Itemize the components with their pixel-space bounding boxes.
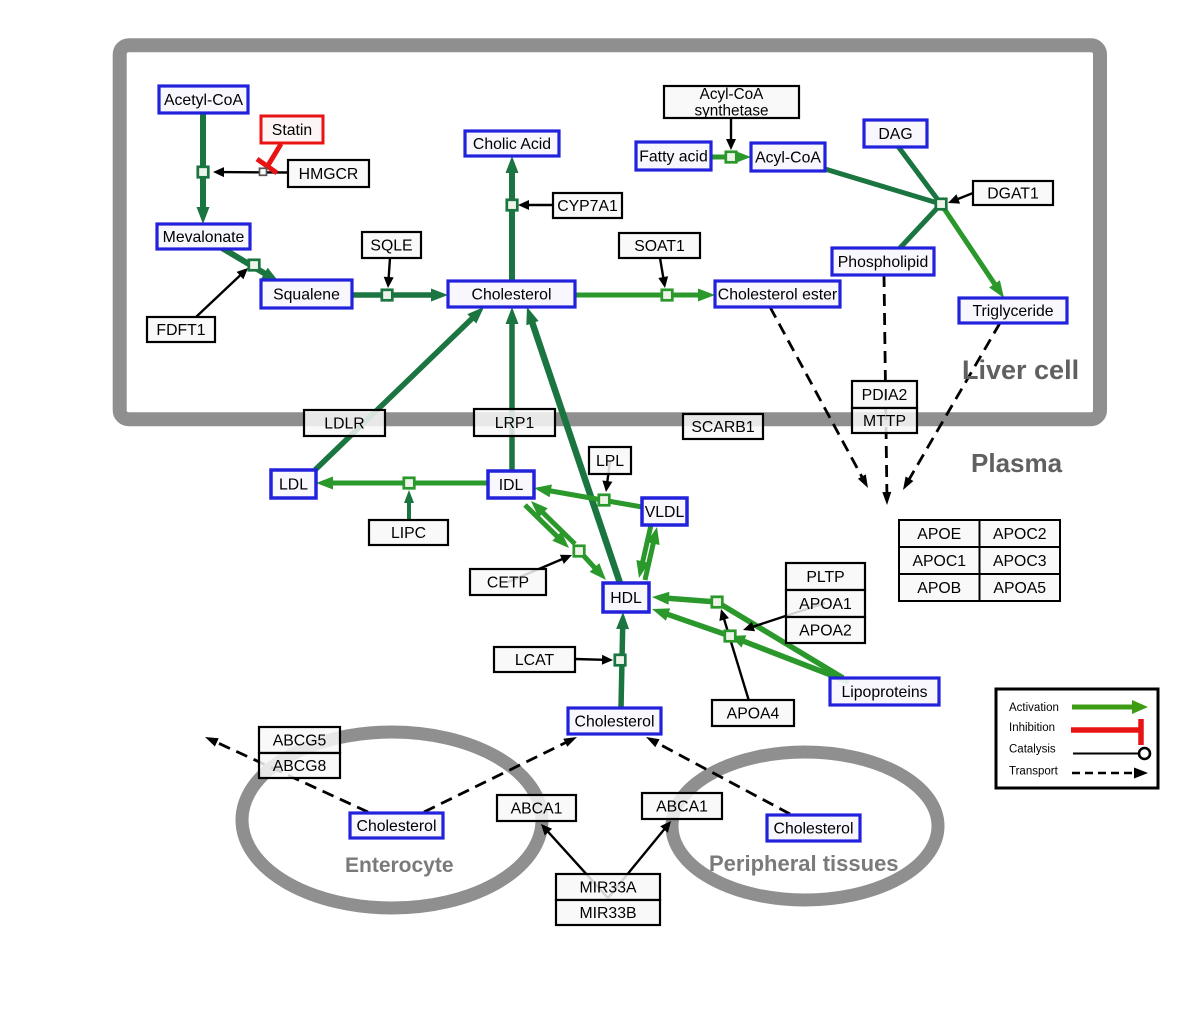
svg-text:Cholesterol: Cholesterol [472, 287, 552, 304]
svg-text:APOA2: APOA2 [799, 623, 852, 640]
svg-text:SOAT1: SOAT1 [634, 238, 685, 255]
svg-text:ABCG8: ABCG8 [273, 758, 327, 775]
svg-text:HMGCR: HMGCR [299, 166, 359, 183]
svg-text:Inhibition: Inhibition [1009, 722, 1055, 734]
svg-text:SCARB1: SCARB1 [691, 419, 754, 436]
svg-text:Fatty acid: Fatty acid [639, 149, 707, 166]
svg-text:LIPC: LIPC [391, 525, 426, 542]
svg-text:MIR33B: MIR33B [579, 905, 636, 922]
svg-text:Enterocyte: Enterocyte [345, 854, 454, 877]
svg-text:APOC2: APOC2 [993, 526, 1047, 543]
svg-text:Activation: Activation [1009, 702, 1059, 714]
svg-text:Cholesterol ester: Cholesterol ester [718, 287, 837, 304]
svg-text:Triglyceride: Triglyceride [972, 303, 1053, 320]
svg-text:Acyl-CoA: Acyl-CoA [700, 86, 765, 103]
svg-text:Mevalonate: Mevalonate [163, 229, 245, 246]
svg-text:Liver cell: Liver cell [962, 355, 1079, 385]
svg-text:PLTP: PLTP [806, 569, 844, 586]
svg-text:APOA1: APOA1 [799, 596, 852, 613]
svg-text:SQLE: SQLE [370, 238, 412, 255]
svg-text:APOC1: APOC1 [912, 553, 966, 570]
svg-text:APOB: APOB [917, 580, 961, 597]
svg-text:APOE: APOE [917, 526, 961, 543]
svg-text:LCAT: LCAT [515, 652, 555, 669]
svg-text:CETP: CETP [487, 575, 529, 592]
svg-text:APOC3: APOC3 [993, 553, 1047, 570]
svg-text:Cholesterol: Cholesterol [575, 714, 655, 731]
svg-text:APOA4: APOA4 [727, 706, 780, 723]
svg-text:DAG: DAG [878, 126, 912, 143]
svg-text:Acetyl-CoA: Acetyl-CoA [164, 92, 243, 109]
svg-text:Squalene: Squalene [273, 287, 340, 304]
svg-text:synthetase: synthetase [695, 103, 769, 120]
svg-text:IDL: IDL [499, 477, 524, 494]
svg-text:LPL: LPL [596, 453, 624, 470]
svg-text:CYP7A1: CYP7A1 [557, 198, 618, 215]
svg-text:Phospholipid: Phospholipid [838, 254, 928, 271]
svg-text:APOA5: APOA5 [993, 580, 1046, 597]
svg-text:VLDL: VLDL [645, 504, 685, 521]
svg-text:Lipoproteins: Lipoproteins [841, 684, 927, 701]
svg-text:MIR33A: MIR33A [579, 880, 637, 897]
svg-text:HDL: HDL [610, 590, 642, 607]
svg-text:Plasma: Plasma [971, 448, 1063, 478]
svg-text:Catalysis: Catalysis [1009, 744, 1056, 756]
svg-text:Cholesterol: Cholesterol [774, 821, 854, 838]
svg-text:ABCA1: ABCA1 [656, 799, 708, 816]
svg-text:ABCA1: ABCA1 [511, 801, 563, 818]
svg-text:DGAT1: DGAT1 [987, 186, 1039, 203]
svg-text:LRP1: LRP1 [495, 415, 535, 432]
svg-text:Cholic Acid: Cholic Acid [473, 136, 551, 153]
svg-text:LDL: LDL [279, 477, 308, 494]
svg-text:ABCG5: ABCG5 [273, 733, 327, 750]
svg-text:Peripheral tissues: Peripheral tissues [709, 851, 899, 876]
svg-text:Transport: Transport [1009, 766, 1059, 778]
svg-text:Cholesterol: Cholesterol [357, 818, 437, 835]
svg-text:PDIA2: PDIA2 [862, 387, 908, 404]
svg-text:LDLR: LDLR [324, 416, 364, 433]
svg-text:Acyl-CoA: Acyl-CoA [755, 150, 821, 167]
svg-text:MTTP: MTTP [863, 413, 906, 430]
svg-text:Statin: Statin [272, 122, 312, 139]
svg-text:FDFT1: FDFT1 [156, 322, 205, 339]
